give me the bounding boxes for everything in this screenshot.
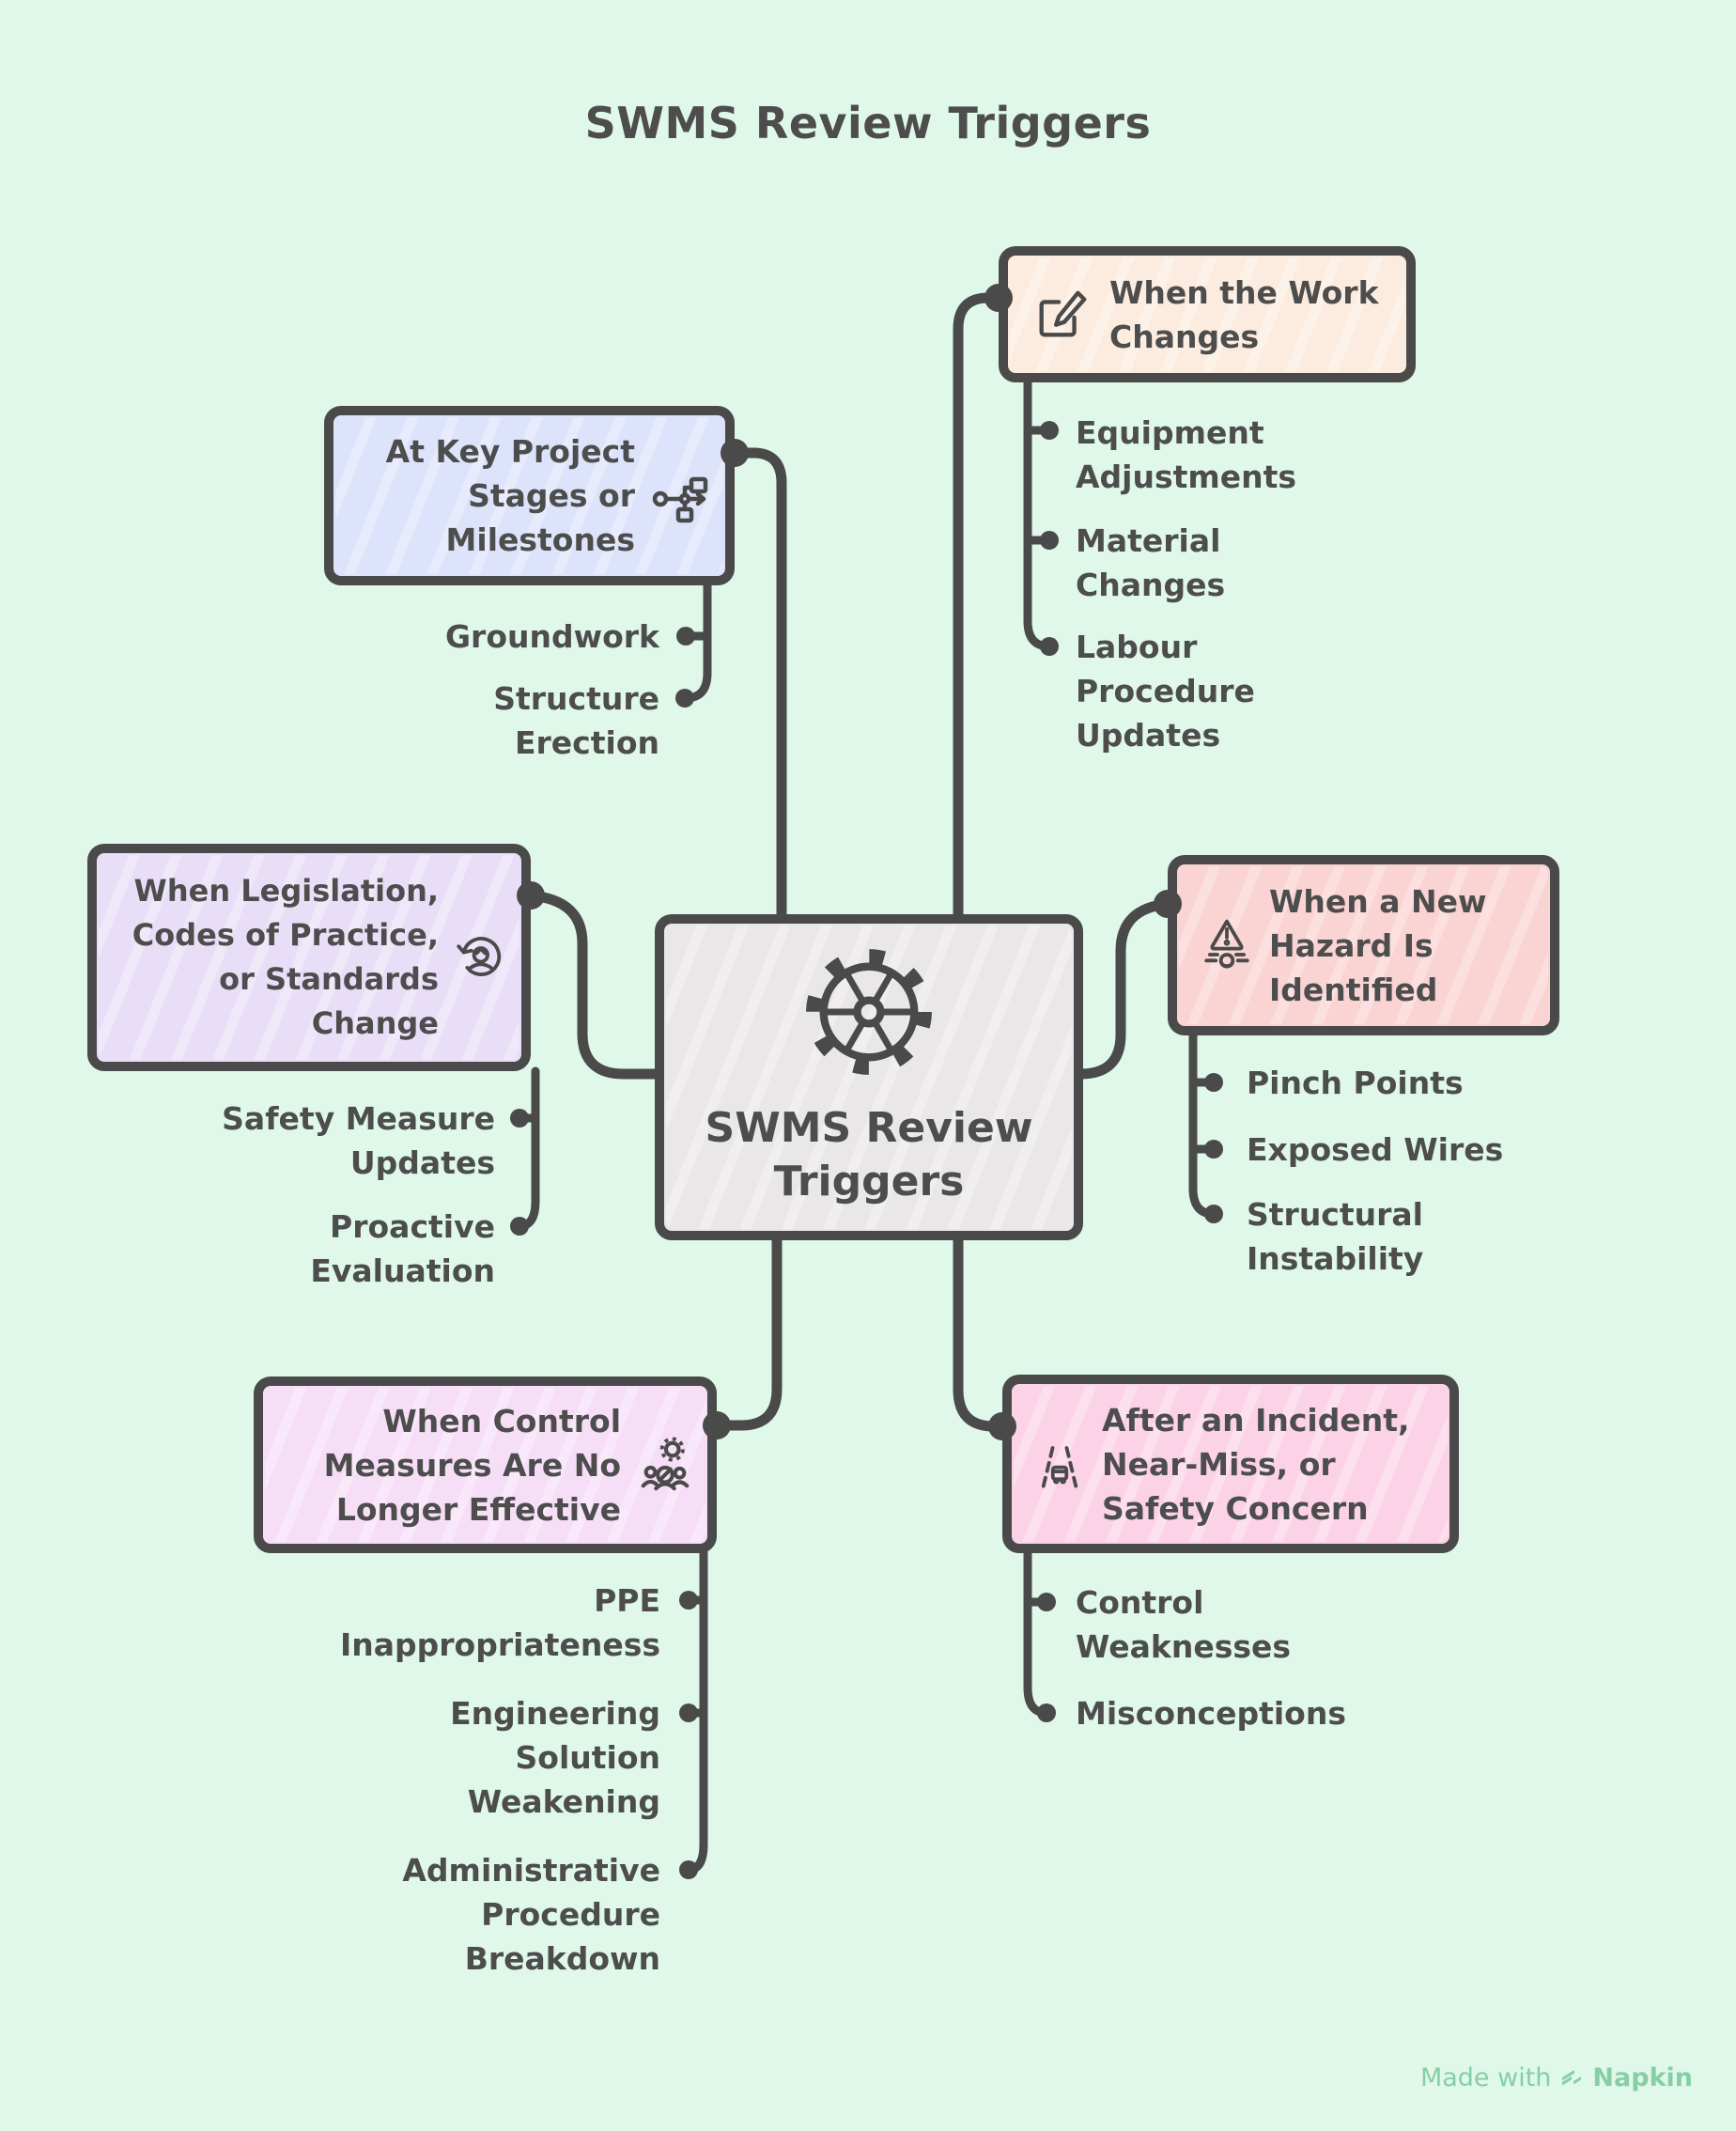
branch-key-project-stages: At Key Project Stages or Milestones bbox=[324, 406, 735, 585]
branch-title: When a New Hazard Is Identified bbox=[1269, 882, 1487, 1008]
subtopic-misconceptions: Misconceptions bbox=[1076, 1695, 1346, 1732]
gear-people-icon bbox=[636, 1436, 694, 1494]
branch-title: When the Work Changes bbox=[1109, 273, 1379, 355]
subtopic-structure-erection: Structure Erection bbox=[493, 680, 659, 761]
central-node: SWMS Review Triggers bbox=[655, 914, 1083, 1240]
subtopic-equipment-adjustments: Equipment Adjustments bbox=[1076, 414, 1297, 495]
page-title: SWMS Review Triggers bbox=[584, 98, 1152, 148]
watermark-text: Made with bbox=[1419, 2063, 1552, 2092]
branch-title: When Legislation, Codes of Practice, or … bbox=[132, 873, 439, 1041]
subtopic-groundwork: Groundwork bbox=[444, 618, 659, 655]
branch-new-hazard: When a New Hazard Is Identified bbox=[1168, 855, 1559, 1035]
subtopic-pinch-points: Pinch Points bbox=[1247, 1065, 1464, 1101]
subtopic-safety-measure-updates: Safety Measure Updates bbox=[222, 1100, 495, 1181]
subtopic-ppe-inappropriateness: PPE Inappropriateness bbox=[339, 1582, 660, 1663]
subtopic-proactive-evaluation: Proactive Evaluation bbox=[310, 1208, 495, 1289]
branch-title: At Key Project Stages or Milestones bbox=[385, 433, 635, 558]
road-incident-icon bbox=[1032, 1437, 1087, 1491]
subtopic-control-weaknesses: Control Weaknesses bbox=[1076, 1584, 1292, 1665]
branch-when-work-changes: When the Work Changes bbox=[999, 246, 1416, 382]
edit-icon bbox=[1032, 286, 1091, 344]
branch-after-incident: After an Incident, Near-Miss, or Safety … bbox=[1002, 1375, 1459, 1553]
gear-icon bbox=[804, 947, 934, 1077]
subtopic-labour-procedure-updates: Labour Procedure Updates bbox=[1076, 629, 1255, 754]
subtopic-administrative-procedure-breakdown: Administrative Procedure Breakdown bbox=[402, 1852, 660, 1977]
napkin-watermark: Made with Napkin bbox=[1420, 2063, 1693, 2092]
subtopic-material-changes: Material Changes bbox=[1076, 522, 1226, 603]
hazard-warning-icon bbox=[1200, 918, 1254, 972]
branch-title: After an Incident, Near-Miss, or Safety … bbox=[1102, 1401, 1410, 1527]
subtopic-exposed-wires: Exposed Wires bbox=[1247, 1131, 1504, 1168]
watermark-brand: Napkin bbox=[1592, 2063, 1693, 2092]
subtopic-engineering-solution-weakening: Engineering Solution Weakening bbox=[450, 1695, 660, 1820]
subtopic-structural-instability: Structural Instability bbox=[1247, 1196, 1424, 1277]
central-node-label: SWMS Review Triggers bbox=[705, 1103, 1033, 1205]
standards-cycle-icon bbox=[452, 930, 506, 985]
workflow-icon bbox=[650, 466, 710, 526]
branch-control-measures: When Control Measures Are No Longer Effe… bbox=[254, 1377, 717, 1553]
napkin-logo-icon bbox=[1559, 2066, 1584, 2091]
branch-legislation-change: When Legislation, Codes of Practice, or … bbox=[87, 844, 531, 1071]
branch-title: When Control Measures Are No Longer Effe… bbox=[323, 1402, 621, 1528]
